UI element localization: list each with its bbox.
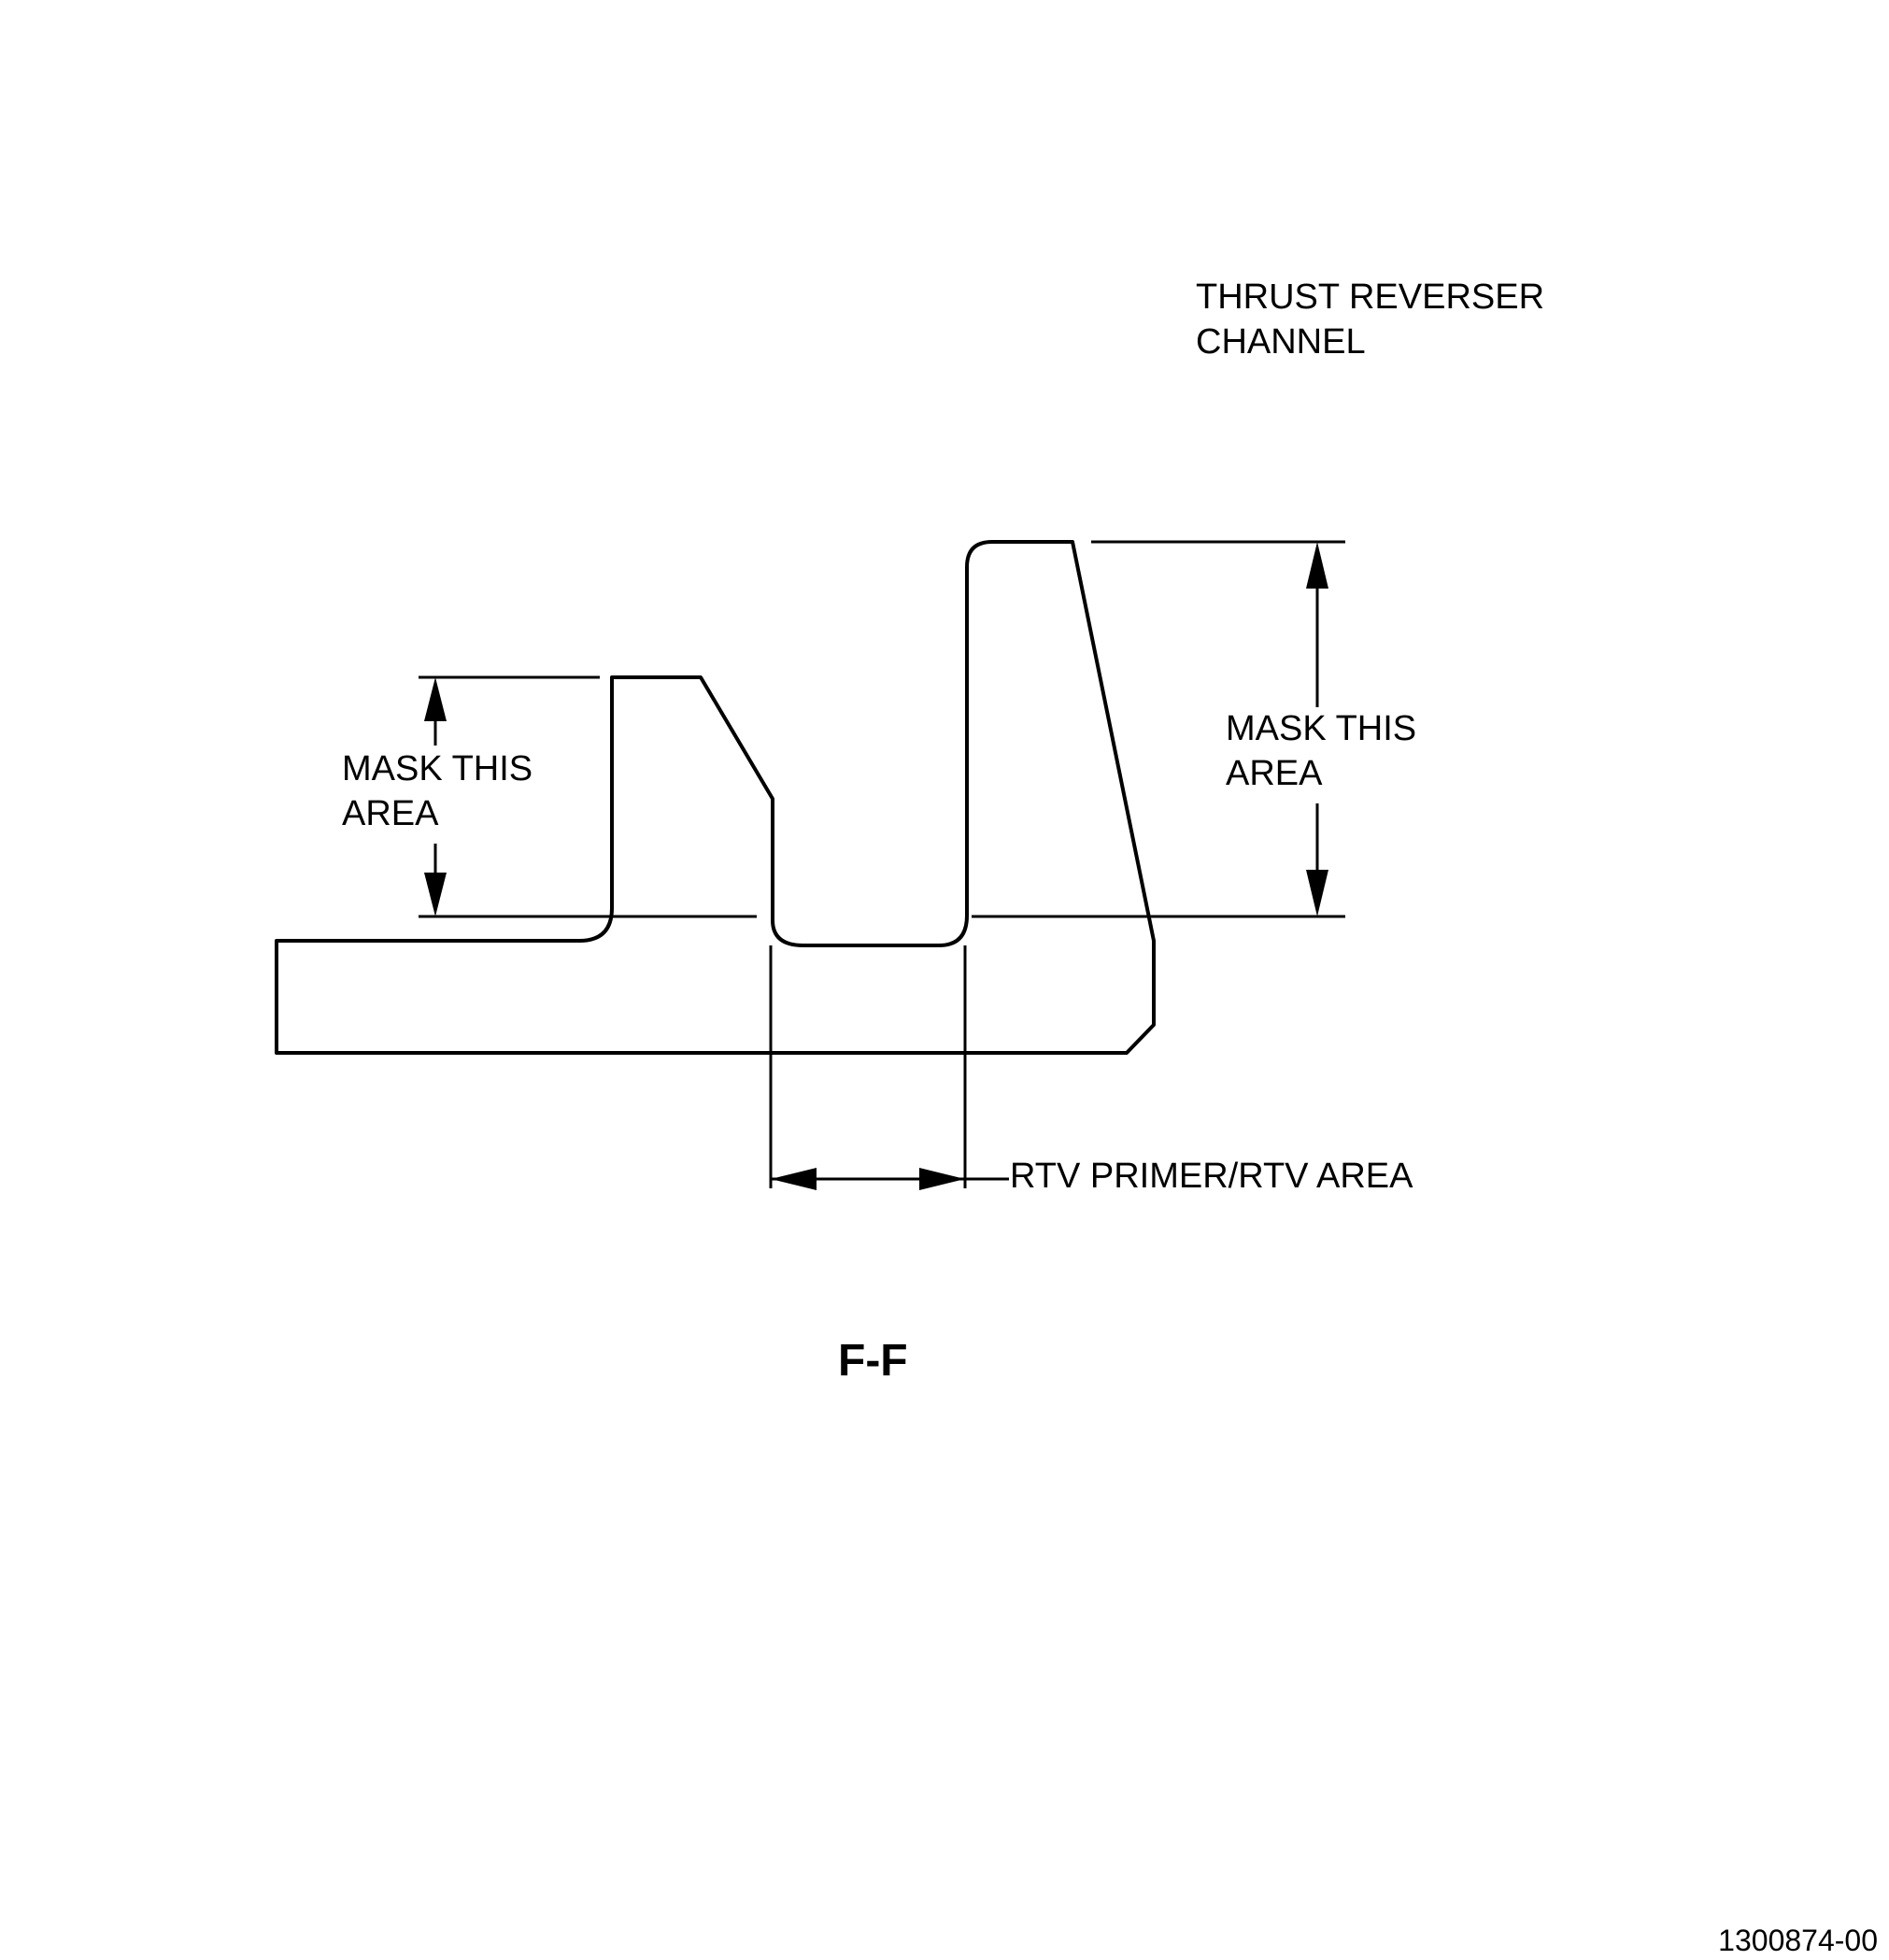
right-mask-arrow-up bbox=[1306, 542, 1328, 589]
drawing-number: 1300874-00 bbox=[1718, 1924, 1878, 1957]
left-mask-arrow-down bbox=[424, 873, 447, 916]
rtv-area-label: RTV PRIMER/RTV AREA bbox=[1010, 1157, 1413, 1196]
part-name-line1: THRUST REVERSER bbox=[1196, 277, 1544, 317]
rtv-arrow-right bbox=[919, 1168, 965, 1190]
left-mask-label-line2: AREA bbox=[342, 794, 439, 833]
right-mask-arrow-down bbox=[1306, 870, 1328, 916]
right-mask-label-line2: AREA bbox=[1226, 754, 1323, 793]
section-title: F-F bbox=[838, 1336, 908, 1385]
right-mask-label-line1: MASK THIS bbox=[1226, 709, 1416, 748]
part-name-line2: CHANNEL bbox=[1196, 322, 1366, 362]
rtv-arrow-left bbox=[771, 1168, 817, 1190]
left-mask-label-line1: MASK THIS bbox=[342, 749, 533, 788]
left-mask-arrow-up bbox=[424, 677, 447, 721]
